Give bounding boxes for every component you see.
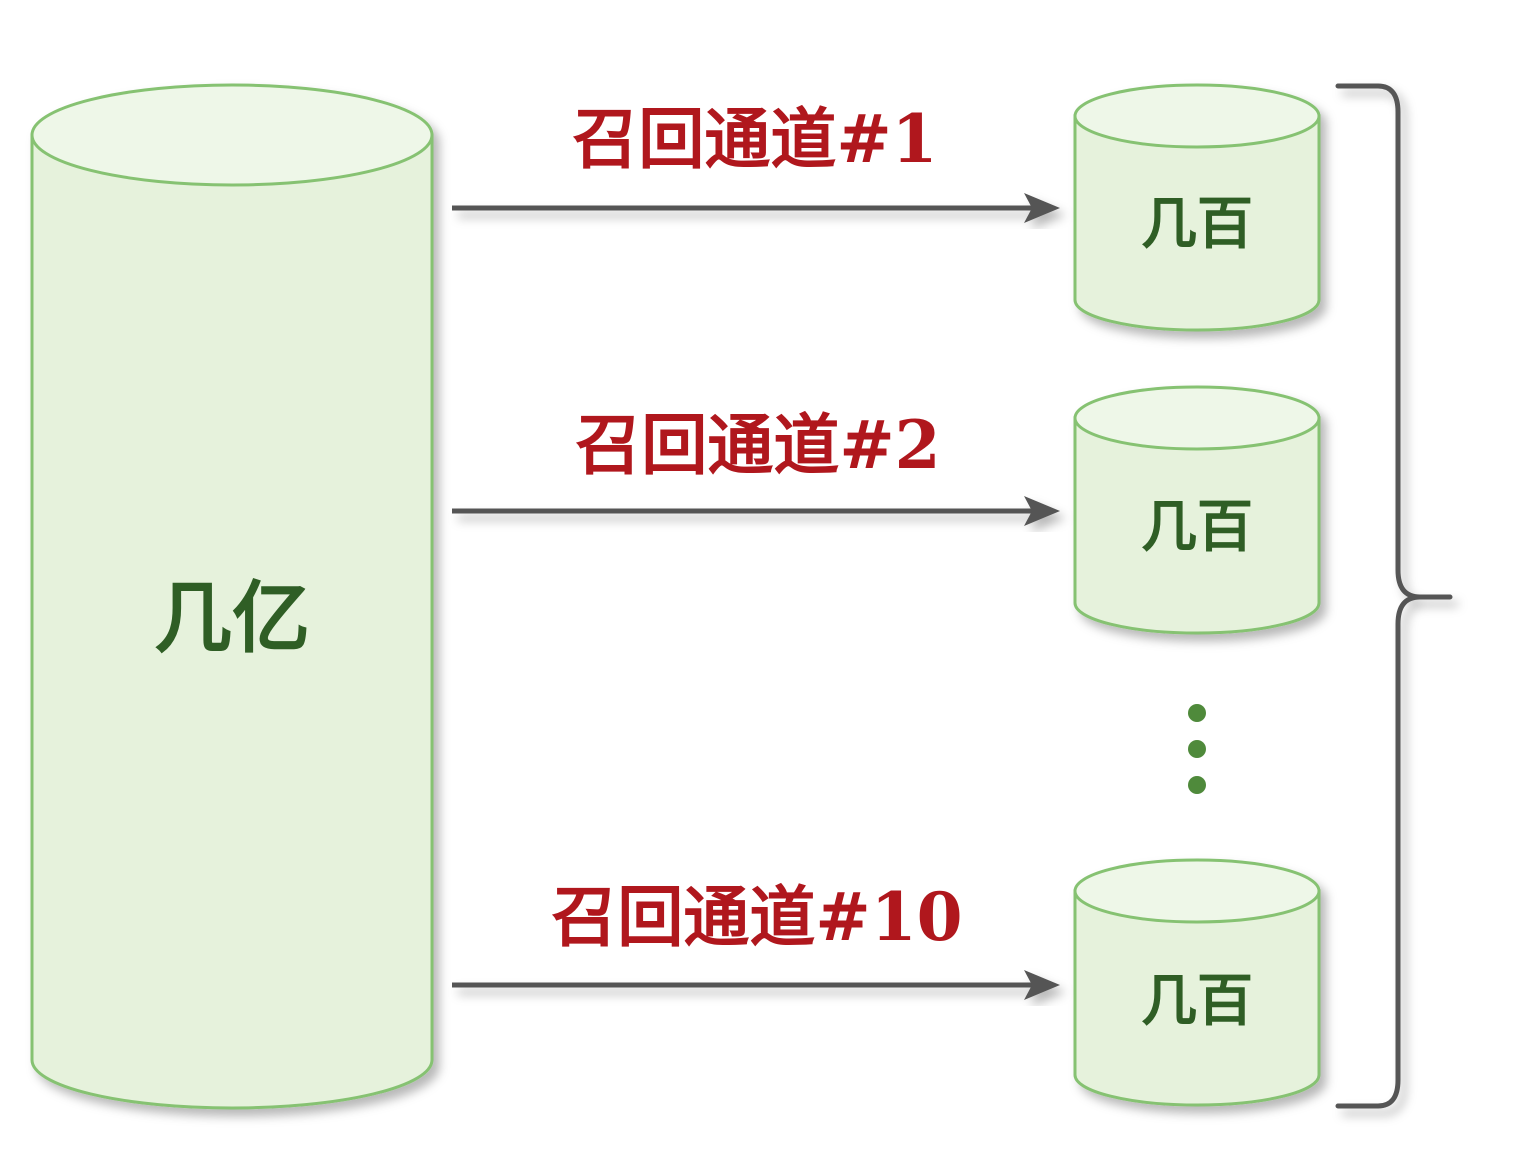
channel-row: 召回通道#2 几百	[452, 385, 1321, 635]
right-brace-icon	[1335, 83, 1453, 1109]
result-label: 几百	[1141, 191, 1253, 257]
source-label: 几亿	[154, 573, 310, 664]
result-cylinder-top	[1073, 83, 1321, 149]
arrowhead-icon	[1024, 496, 1060, 526]
result-cylinder	[1073, 83, 1321, 332]
result-cylinder	[1073, 385, 1321, 635]
arrow	[452, 970, 1060, 1000]
arrowhead-icon	[1024, 970, 1060, 1000]
result-cylinder-body	[1073, 416, 1321, 635]
channel-row: 召回通道#10 几百	[452, 858, 1321, 1107]
right-brace-path	[1335, 83, 1453, 1109]
channel-label: 召回通道#10	[551, 878, 962, 956]
source-cylinder-body	[30, 133, 434, 1110]
source-cylinder	[30, 83, 434, 1110]
result-cylinder-body	[1073, 889, 1321, 1107]
source-cylinder-top	[30, 83, 434, 187]
ellipsis-dot	[1188, 776, 1206, 794]
channel-label: 召回通道#1	[572, 100, 937, 178]
result-label: 几百	[1141, 494, 1253, 560]
result-cylinder-top	[1073, 385, 1321, 451]
ellipsis-dots-icon	[1188, 704, 1206, 794]
arrow	[452, 496, 1060, 526]
channel-label: 召回通道#2	[575, 406, 940, 484]
result-label: 几百	[1141, 968, 1253, 1034]
ellipsis-dot	[1188, 704, 1206, 722]
result-cylinder-body	[1073, 114, 1321, 332]
arrow	[452, 193, 1060, 223]
channel-row: 召回通道#1 几百	[452, 83, 1321, 332]
result-cylinder	[1073, 858, 1321, 1107]
result-cylinder-top	[1073, 858, 1321, 924]
ellipsis-dot	[1188, 740, 1206, 758]
arrowhead-icon	[1024, 193, 1060, 223]
